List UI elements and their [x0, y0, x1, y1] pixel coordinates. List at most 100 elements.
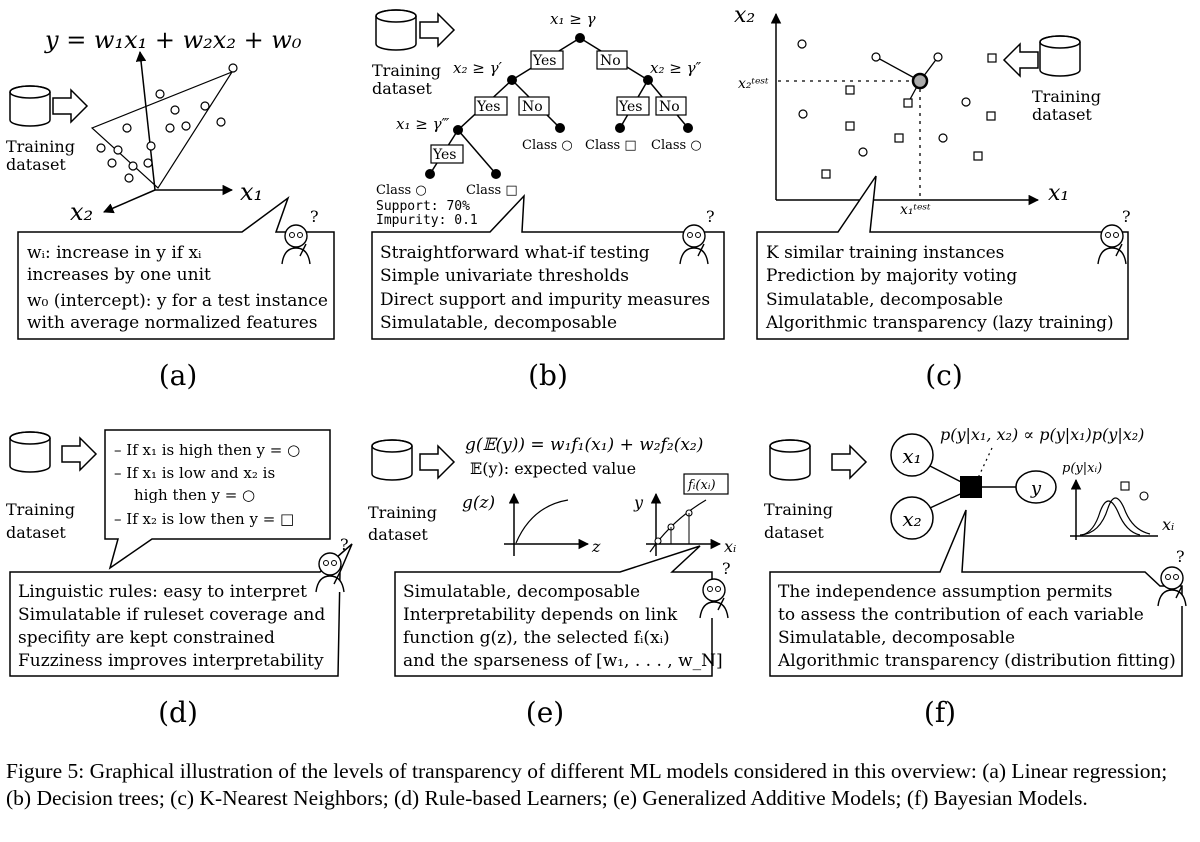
database-icon: [371, 439, 413, 481]
x2-axis: [103, 189, 156, 214]
node-x2: [890, 496, 934, 540]
arrow-right-icon: [52, 89, 88, 123]
panel-letter: (c): [925, 359, 963, 392]
question-mark: ?: [1176, 547, 1185, 566]
rule-line-1: – If x₁ is high then y = ○: [114, 441, 300, 459]
bubble-line-4: Algorithmic transparency (distribution f…: [777, 651, 1176, 671]
panel-a: y = w₁x₁ + w₂x₂ + w₀ Training dataset x₁…: [6, 26, 335, 392]
panel-d: Training dataset – If x₁ is high then y …: [6, 429, 353, 729]
x2-test-label: x₂ᵗᵉˢᵗ: [738, 76, 769, 92]
fi-label-box: [683, 473, 729, 495]
speech-bubble: [769, 509, 1183, 677]
bubble-line-4: with average normalized features: [27, 313, 318, 333]
leaf-class-square: Class □: [585, 138, 637, 153]
panel-letter: (f): [924, 696, 956, 729]
bubble-line-1: Simulatable, decomposable: [403, 582, 640, 602]
no-label: No: [600, 53, 621, 69]
yes-label: Yes: [432, 147, 457, 163]
branch-label-boxes: [430, 50, 687, 164]
question-mark: ?: [1122, 207, 1131, 226]
speech-bubble: [371, 193, 725, 340]
panel-letter: (b): [528, 359, 568, 392]
factor-node: [960, 476, 982, 498]
impurity-text: Impurity: 0.1: [376, 213, 478, 228]
x2-axis-label: x₂: [70, 198, 93, 226]
training-label: Training: [6, 137, 75, 156]
training-points: [797, 39, 997, 179]
yes-label: Yes: [618, 99, 643, 115]
leaf-class-circle: Class ○: [522, 138, 573, 153]
y-axis: [135, 50, 156, 191]
database-icon: [9, 85, 51, 127]
rule-line-4: – If x₂ is low then y = □: [114, 510, 294, 528]
bubble-line-1: K similar training instances: [766, 243, 1004, 263]
bubble-line-3: Simulatable, decomposable: [766, 290, 1003, 310]
dataset-label: dataset: [368, 525, 428, 544]
dataset-label: dataset: [6, 155, 66, 174]
bubble-line-1: Straightforward what-if testing: [380, 243, 650, 263]
leaf-class-circle: Class ○: [651, 138, 702, 153]
bubble-line-3: function g(z), the selected fᵢ(xᵢ): [403, 628, 670, 648]
x2-axis-label: x₂: [734, 3, 755, 28]
yes-label: Yes: [532, 53, 557, 69]
root-split: x₁ ≥ γ: [550, 10, 596, 28]
xi-label: xᵢ: [724, 537, 736, 556]
bubble-line-3: w₀ (intercept): y for a test instance: [27, 291, 328, 311]
figure-caption: Figure 5: Graphical illustration of the …: [6, 759, 1168, 810]
x1-axis-label: x₁: [240, 178, 263, 206]
pyx-label: p(y|xᵢ): [1062, 461, 1102, 476]
arrow-left-icon: [1003, 43, 1039, 77]
rule-line-2: – If x₁ is low and x₂ is: [114, 464, 275, 482]
gam-equation: g(𝔼(y)) = w₁f₁(x₁) + w₂f₂(x₂): [465, 435, 703, 455]
rule-line-3: high then y = ○: [134, 486, 255, 504]
bubble-line-4: Algorithmic transparency (lazy training): [765, 313, 1114, 333]
bubble-line-4: Fuzziness improves interpretability: [18, 651, 324, 671]
training-label: Training: [372, 61, 441, 80]
bubble-line-2: Simple univariate thresholds: [380, 266, 629, 286]
figure-panels: y = w₁x₁ + w₂x₂ + w₀ Training dataset x₁…: [6, 3, 1187, 729]
x1-test-label: x₁ᵗᵉˢᵗ: [900, 202, 931, 218]
node-x1-label: x₁: [902, 444, 921, 468]
speech-bubble: [756, 175, 1129, 340]
panel-c: x₂ x₁ x₂ᵗᵉˢᵗ x₁ᵗᵉˢᵗ Training dataset ? K…: [734, 3, 1131, 392]
z-label: z: [591, 537, 601, 556]
bubble-line-3: specifity are kept constrained: [18, 628, 275, 648]
y-label: y: [633, 493, 644, 512]
panel-letter: (e): [526, 696, 564, 729]
density-curve-square: [1081, 500, 1141, 536]
link-function-curve: [515, 499, 569, 544]
rules-box: [104, 429, 331, 570]
bubble-line-4: Simulatable, decomposable: [380, 313, 617, 333]
training-label: Training: [1032, 87, 1101, 106]
database-icon: [9, 431, 51, 473]
arrow-right-icon: [61, 437, 97, 471]
training-label: Training: [764, 500, 833, 519]
bubble-line-4: and the sparseness of [w₁, . . . , w_N]: [403, 651, 723, 671]
bayes-equation: p(y|x₁, x₂) ∝ p(y|x₁)p(y|x₂): [940, 425, 1144, 444]
speech-bubble: [394, 545, 713, 677]
gz-label: g(z): [462, 493, 495, 513]
leaf-class-square: Class □: [466, 183, 518, 198]
leftleft-split: x₁ ≥ γ‴: [396, 115, 450, 133]
no-label: No: [522, 99, 543, 115]
bubble-line-2: Interpretability depends on link: [403, 605, 678, 625]
dataset-label: dataset: [1032, 105, 1092, 124]
left-split: x₂ ≥ γ′: [453, 59, 503, 77]
square-class-marker: [1120, 481, 1130, 491]
panel-b: Training dataset x₁ ≥ γ x₂ ≥ γ′ x₂ ≥ γ″ …: [371, 9, 725, 392]
bubble-line-3: Direct support and impurity measures: [380, 290, 710, 310]
database-icon: [375, 9, 417, 51]
question-mark: ?: [706, 207, 715, 226]
fi-label: fᵢ(xᵢ): [687, 478, 716, 493]
yes-label: Yes: [476, 99, 501, 115]
neighbor-links: [875, 56, 939, 104]
question-mark: ?: [722, 559, 731, 578]
test-instance-point: [911, 72, 929, 90]
bubble-line-2: increases by one unit: [27, 265, 211, 285]
training-label: Training: [368, 503, 437, 522]
circle-class-marker: [1139, 491, 1149, 501]
bubble-line-1: wᵢ: increase in y if xᵢ: [27, 243, 202, 263]
dataset-label: dataset: [764, 523, 824, 542]
bubble-line-2: Prediction by majority voting: [766, 266, 1017, 286]
density-curve-circle: [1079, 497, 1151, 536]
